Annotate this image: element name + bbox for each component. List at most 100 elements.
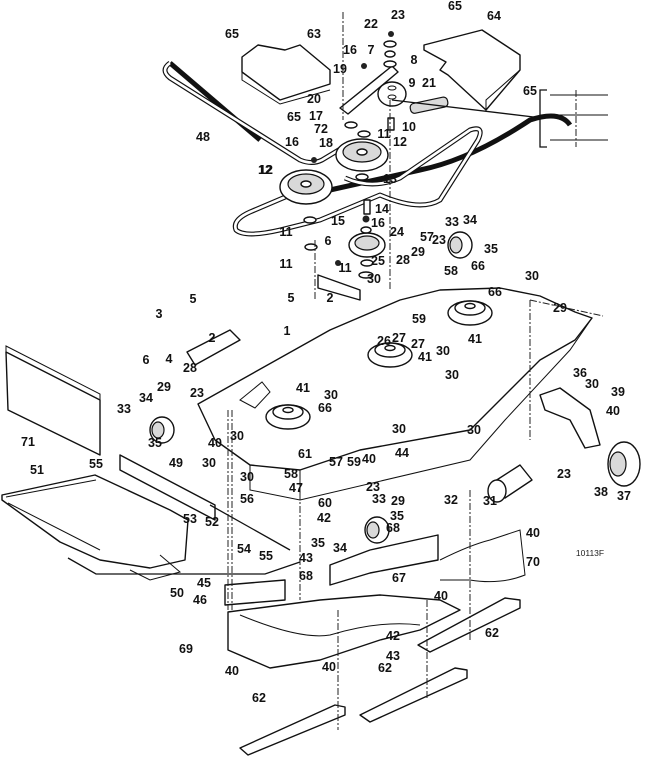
part-callout-30: 30 bbox=[525, 269, 539, 283]
part-callout-30: 30 bbox=[392, 422, 406, 436]
part-callout-32: 32 bbox=[444, 493, 458, 507]
baffle-67 bbox=[329, 534, 439, 586]
part-callout-13: 13 bbox=[383, 172, 397, 186]
part-callout-6: 6 bbox=[143, 353, 150, 367]
bracket-36 bbox=[539, 387, 601, 449]
part-callout-20: 20 bbox=[307, 92, 321, 106]
part-callout-33: 33 bbox=[372, 492, 386, 506]
part-callout-67: 67 bbox=[392, 571, 406, 585]
part-callout-59: 59 bbox=[412, 312, 426, 326]
drawing-id-label: 10113F bbox=[576, 548, 604, 558]
part-callout-40: 40 bbox=[606, 404, 620, 418]
part-callout-71: 71 bbox=[21, 435, 35, 449]
part-callout-30: 30 bbox=[230, 429, 244, 443]
part-callout-26: 26 bbox=[377, 334, 391, 348]
part-callout-35: 35 bbox=[484, 242, 498, 256]
part-callout-40: 40 bbox=[208, 436, 222, 450]
roller-31 bbox=[487, 464, 533, 503]
part-callout-51: 51 bbox=[30, 463, 44, 477]
part-callout-35: 35 bbox=[390, 509, 404, 523]
discharge-chute-51 bbox=[1, 454, 301, 581]
part-callout-34: 34 bbox=[333, 541, 347, 555]
pulley-9 bbox=[377, 81, 407, 107]
part-callout-12: 12 bbox=[259, 163, 273, 177]
roller-33 bbox=[149, 231, 473, 544]
part-callout-15: 15 bbox=[331, 214, 345, 228]
part-callout-4: 4 bbox=[166, 352, 173, 366]
part-callout-66: 66 bbox=[488, 285, 502, 299]
deck-underside-70 bbox=[439, 529, 526, 583]
part-callout-68: 68 bbox=[299, 569, 313, 583]
part-callout-18: 18 bbox=[319, 136, 333, 150]
part-callout-21: 21 bbox=[422, 76, 436, 90]
part-callout-29: 29 bbox=[553, 301, 567, 315]
part-callout-41: 41 bbox=[468, 332, 482, 346]
part-callout-30: 30 bbox=[585, 377, 599, 391]
part-callout-33: 33 bbox=[445, 215, 459, 229]
part-callout-40: 40 bbox=[322, 660, 336, 674]
part-callout-42: 42 bbox=[386, 629, 400, 643]
part-callout-65: 65 bbox=[448, 0, 462, 13]
part-callout-22: 22 bbox=[364, 17, 378, 31]
part-callout-34: 34 bbox=[139, 391, 153, 405]
part-callout-29: 29 bbox=[411, 245, 425, 259]
rod-54 bbox=[209, 504, 291, 551]
part-callout-10: 10 bbox=[402, 120, 416, 134]
part-callout-69: 69 bbox=[179, 642, 193, 656]
part-callout-55: 55 bbox=[259, 549, 273, 563]
part-callout-5: 5 bbox=[190, 292, 197, 306]
part-callout-39: 39 bbox=[611, 385, 625, 399]
spring-21 bbox=[409, 96, 449, 114]
blade-62-center bbox=[359, 667, 468, 723]
part-callout-59: 59 bbox=[347, 455, 361, 469]
part-callout-7: 7 bbox=[368, 43, 375, 57]
blade-62-right bbox=[417, 597, 521, 653]
part-callout-33: 33 bbox=[117, 402, 131, 416]
wheel-37 bbox=[607, 441, 641, 487]
part-callout-16: 16 bbox=[285, 135, 299, 149]
part-callout-19: 19 bbox=[333, 62, 347, 76]
part-callout-3: 3 bbox=[156, 307, 163, 321]
part-callout-23: 23 bbox=[366, 480, 380, 494]
pulley-12-left bbox=[279, 169, 333, 205]
part-callout-41: 41 bbox=[296, 381, 310, 395]
part-callout-62: 62 bbox=[252, 691, 266, 705]
part-callout-40: 40 bbox=[225, 664, 239, 678]
part-callout-72: 72 bbox=[314, 122, 328, 136]
part-callout-31: 31 bbox=[483, 494, 497, 508]
part-callout-23: 23 bbox=[432, 233, 446, 247]
part-callout-40: 40 bbox=[362, 452, 376, 466]
hardware-small bbox=[303, 31, 397, 279]
part-callout-2: 2 bbox=[209, 331, 216, 345]
part-callout-30: 30 bbox=[367, 272, 381, 286]
part-callout-17: 17 bbox=[309, 109, 323, 123]
part-callout-12: 12 bbox=[258, 163, 272, 177]
part-callout-38: 38 bbox=[594, 485, 608, 499]
part-callout-49: 49 bbox=[169, 456, 183, 470]
part-callout-24: 24 bbox=[390, 225, 404, 239]
belt-48 bbox=[162, 60, 573, 193]
part-callout-44: 44 bbox=[395, 446, 409, 460]
blade-62-left bbox=[239, 704, 346, 756]
part-callout-62: 62 bbox=[378, 661, 392, 675]
deck-shell-1 bbox=[197, 287, 593, 501]
part-callout-70: 70 bbox=[526, 555, 540, 569]
guard-71 bbox=[5, 345, 101, 456]
part-callout-65: 65 bbox=[287, 110, 301, 124]
part-callout-64: 64 bbox=[487, 9, 501, 23]
part-callout-11: 11 bbox=[377, 127, 390, 141]
part-callout-42: 42 bbox=[317, 511, 331, 525]
part-callout-54: 54 bbox=[237, 542, 251, 556]
part-callout-36: 36 bbox=[573, 366, 587, 380]
part-callout-30: 30 bbox=[467, 423, 481, 437]
part-callout-30: 30 bbox=[240, 470, 254, 484]
part-callout-12: 12 bbox=[393, 135, 407, 149]
part-callout-23: 23 bbox=[557, 467, 571, 481]
inset-stack bbox=[391, 89, 608, 148]
part-callout-23: 23 bbox=[391, 8, 405, 22]
part-callout-23: 23 bbox=[190, 386, 204, 400]
part-callout-65: 65 bbox=[523, 84, 537, 98]
baffle-69 bbox=[227, 594, 461, 669]
